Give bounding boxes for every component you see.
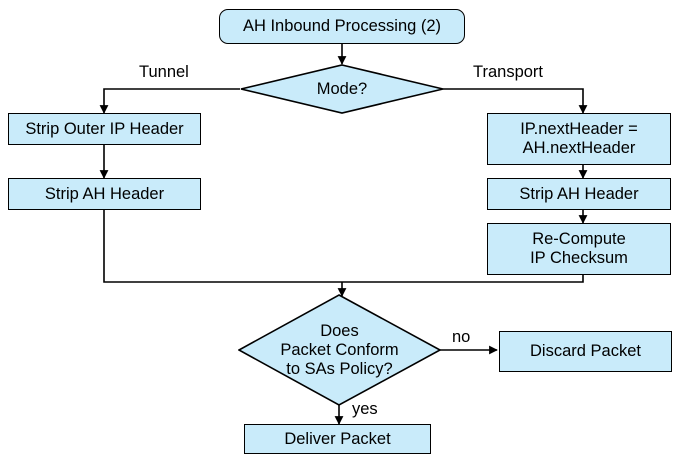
node-start[interactable]: AH Inbound Processing (2) xyxy=(219,9,465,44)
node-strip-outer-ip-header-label: Strip Outer IP Header xyxy=(25,119,184,138)
node-strip-outer-ip-header[interactable]: Strip Outer IP Header xyxy=(8,113,201,145)
node-mode-decision-label: Mode? xyxy=(316,79,368,98)
edge-transport-merge xyxy=(342,275,584,283)
node-set-next-header[interactable]: IP.nextHeader = AH.nextHeader xyxy=(487,113,671,165)
node-policy-decision-label: Does Packet Conform to SAs Policy? xyxy=(280,321,399,378)
node-strip-ah-header-tunnel-label: Strip AH Header xyxy=(44,184,165,203)
policy-diamond-shape xyxy=(238,294,441,406)
node-strip-ah-header-transport[interactable]: Strip AH Header xyxy=(487,178,671,210)
node-recompute-checksum[interactable]: Re-Compute IP Checksum xyxy=(487,223,671,275)
edge-label-transport: Transport xyxy=(473,63,543,81)
node-discard-packet[interactable]: Discard Packet xyxy=(499,331,672,372)
node-policy-decision[interactable]: Does Packet Conform to SAs Policy? xyxy=(238,294,441,406)
node-strip-ah-header-transport-label: Strip AH Header xyxy=(519,184,639,203)
edge-label-no: no xyxy=(452,328,471,346)
edge-tunnel-merge xyxy=(103,210,342,283)
node-mode-decision[interactable]: Mode? xyxy=(240,64,444,114)
node-start-label: AH Inbound Processing (2) xyxy=(242,17,442,35)
node-deliver-packet[interactable]: Deliver Packet xyxy=(244,424,431,454)
edge-mode-to-strip-outer-ip xyxy=(99,88,240,114)
node-deliver-packet-label: Deliver Packet xyxy=(284,429,391,448)
edge-mode-to-set-next-header xyxy=(443,88,588,114)
edge-label-tunnel: Tunnel xyxy=(139,63,189,81)
node-set-next-header-label: IP.nextHeader = AH.nextHeader xyxy=(520,120,638,157)
mode-diamond-shape xyxy=(240,64,444,114)
node-discard-packet-label: Discard Packet xyxy=(530,342,641,360)
edge-label-yes: yes xyxy=(352,400,378,418)
node-recompute-checksum-label: Re-Compute IP Checksum xyxy=(530,230,628,267)
node-strip-ah-header-tunnel[interactable]: Strip AH Header xyxy=(8,178,201,210)
